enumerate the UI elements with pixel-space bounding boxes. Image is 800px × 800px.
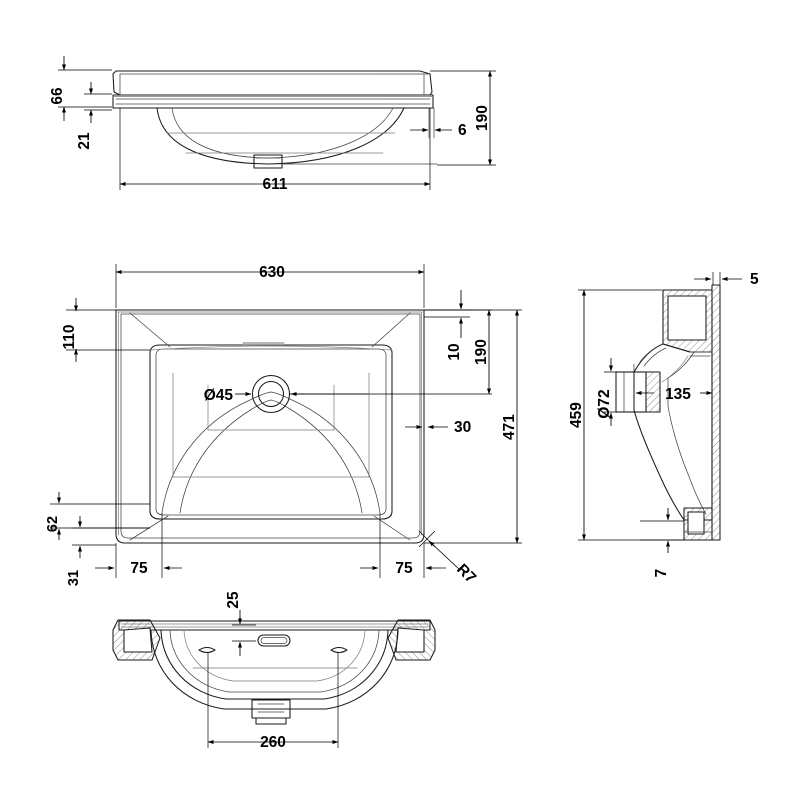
dim-label-section-135: 135 <box>665 386 691 403</box>
bottom-bracket-left <box>112 619 161 661</box>
dim-section-135: 135 <box>635 386 713 403</box>
dim-front-66: 66 <box>49 56 112 121</box>
dim-label-front-21: 21 <box>76 132 93 150</box>
dim-label-bottom-260: 260 <box>260 734 286 751</box>
view-plan: 630 110 10 190 <box>45 264 522 587</box>
plan-rear-lip <box>149 342 393 351</box>
bottom-tap-hole-right <box>330 646 348 654</box>
dim-label-plan-75-left: 75 <box>130 560 148 577</box>
dim-label-plan-r7: R7 <box>453 561 479 587</box>
dim-front-6: 6 <box>410 122 467 139</box>
dim-label-section-dia72: Ø72 <box>596 389 613 418</box>
dim-section-dia72: Ø72 <box>596 358 645 426</box>
dim-label-plan-190: 190 <box>473 339 490 365</box>
dim-front-21: 21 <box>76 82 112 150</box>
plan-outer-outline <box>115 309 425 544</box>
dim-section-7: 7 <box>640 508 684 577</box>
section-fold-detail <box>639 343 713 367</box>
bottom-drain-boss <box>251 699 291 725</box>
dim-label-plan-30: 30 <box>454 419 471 436</box>
section-back-wall <box>711 284 721 541</box>
section-bowl-wall <box>633 343 713 521</box>
dim-label-plan-471: 471 <box>501 414 518 440</box>
bottom-overflow-slot <box>257 634 291 647</box>
plan-bowl-opening <box>149 344 393 520</box>
dim-label-plan-630: 630 <box>259 264 285 281</box>
dim-plan-75-left: 75 <box>95 513 182 578</box>
plan-bowl-contour <box>161 372 381 514</box>
dim-label-front-6: 6 <box>458 122 467 139</box>
front-bowl-underside <box>156 107 405 165</box>
bottom-rim-bar <box>118 620 431 631</box>
view-front-elevation: 66 21 611 6 190 <box>49 56 496 193</box>
dim-plan-10: 10 <box>424 290 470 361</box>
dim-plan-75-right: 75 <box>360 513 446 578</box>
dim-section-5: 5 <box>694 271 759 288</box>
bottom-tap-hole-left <box>198 646 216 654</box>
dim-plan-62: 62 <box>45 492 150 540</box>
dim-plan-31: 31 <box>66 516 150 586</box>
dim-plan-110: 110 <box>61 298 150 362</box>
dim-label-plan-31: 31 <box>66 570 82 586</box>
plan-waste-hole <box>251 374 291 414</box>
view-side-section: 5 459 Ø72 135 7 <box>568 271 759 577</box>
dim-label-front-611: 611 <box>262 176 287 193</box>
dim-label-section-459: 459 <box>568 402 585 428</box>
view-bottom-elevation: 25 260 <box>112 591 436 751</box>
dim-bottom-260: 260 <box>207 652 339 751</box>
front-drain-boss <box>253 154 438 169</box>
dim-plan-630: 630 <box>115 264 425 308</box>
plan-corner-diagonals <box>129 312 411 541</box>
dim-plan-r7: R7 <box>418 530 479 587</box>
bottom-bracket-right <box>387 619 436 661</box>
dim-label-section-5: 5 <box>750 271 759 288</box>
dim-plan-dia45: Ø45 <box>204 387 368 404</box>
dim-label-front-66: 66 <box>49 87 66 105</box>
dim-front-190: 190 <box>430 70 496 166</box>
section-rim-block <box>662 289 713 353</box>
front-rim-outline <box>112 70 434 109</box>
dim-plan-30: 30 <box>405 419 471 436</box>
dim-bottom-25: 25 <box>225 591 256 656</box>
dim-plan-471: 471 <box>424 309 522 544</box>
dim-label-front-190: 190 <box>474 105 491 131</box>
dim-label-plan-62: 62 <box>45 516 61 532</box>
dim-label-section-7: 7 <box>653 569 670 578</box>
dim-front-611: 611 <box>119 108 431 193</box>
dim-label-bottom-25: 25 <box>225 591 242 609</box>
dim-label-plan-10: 10 <box>446 343 463 360</box>
section-outlet-spigot <box>615 363 661 413</box>
dim-label-plan-75-right: 75 <box>395 560 413 577</box>
dim-label-plan-dia45: Ø45 <box>204 387 234 404</box>
dim-label-plan-110: 110 <box>61 324 78 349</box>
section-base-foot <box>683 507 713 541</box>
bottom-bowl-wall <box>150 629 399 710</box>
